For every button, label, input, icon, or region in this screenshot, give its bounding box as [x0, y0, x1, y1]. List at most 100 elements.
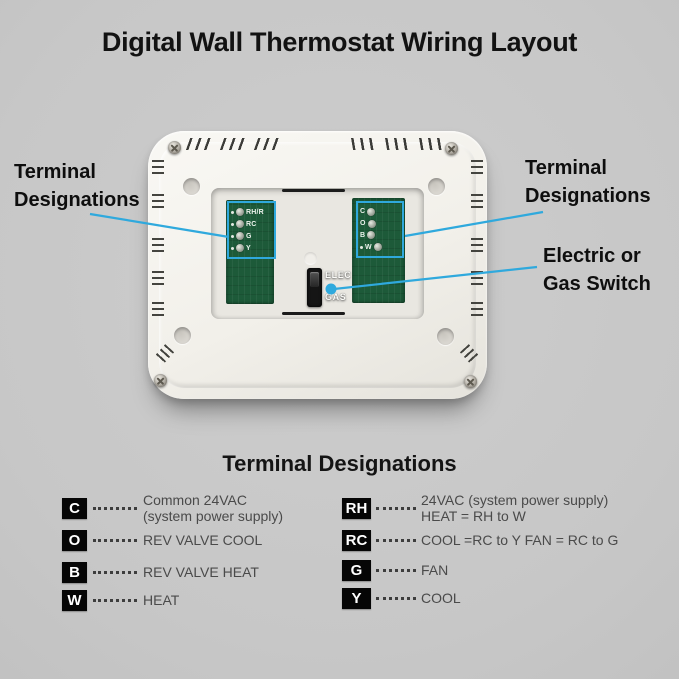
pin-hole	[304, 252, 317, 265]
switch-label-gas: GAS	[325, 292, 347, 302]
vent-slots-icon	[253, 138, 285, 150]
left-terminals-callout: Terminal Designations	[14, 158, 140, 214]
legend-desc: 24VAC (system power supply) HEAT = RH to…	[421, 492, 608, 524]
terminal-label: G	[246, 232, 252, 240]
callout-line2: Gas Switch	[543, 273, 651, 295]
terminal-key-badge: G	[342, 559, 371, 581]
vent-slots-icon	[152, 160, 164, 177]
terminal-key-badge: RC	[342, 529, 371, 551]
terminal-row: Y	[231, 244, 272, 252]
terminal-key-badge: Y	[342, 587, 371, 609]
terminal-row: B	[360, 231, 400, 240]
terminal-row: G	[231, 232, 272, 240]
vent-slots-icon	[418, 138, 448, 150]
legend-desc: HEAT	[143, 592, 179, 608]
callout-line2: Designations	[14, 189, 140, 211]
thermostat-backplate: RH/R RC G Y	[148, 131, 487, 399]
callout-line1: Terminal	[14, 161, 96, 183]
legend-row-o: O REV VALVE COOL	[62, 522, 262, 558]
legend-heading: Terminal Designations	[222, 451, 457, 476]
legend-desc: COOL =RC to Y FAN = RC to G	[421, 532, 618, 548]
left-terminal-highlight-box: RH/R RC G Y	[227, 201, 276, 259]
terminal-key-badge: O	[62, 529, 87, 551]
vent-slots-icon	[471, 238, 483, 255]
mounting-hole	[174, 327, 191, 344]
legend-desc-line: COOL =RC to Y FAN = RC to G	[421, 532, 619, 548]
wiring-panel: RH/R RC G Y	[211, 188, 424, 319]
terminal-key-badge: C	[62, 497, 87, 519]
legend-desc-line: COOL	[421, 590, 461, 606]
terminal-row: W	[360, 243, 400, 252]
legend-row-rc: RC COOL =RC to Y FAN = RC to G	[342, 522, 618, 558]
dotted-leader	[93, 570, 137, 574]
dotted-leader	[93, 506, 137, 510]
dotted-leader	[376, 506, 416, 510]
callout-line2: Designations	[525, 185, 651, 207]
vent-slots-icon	[384, 138, 414, 150]
terminal-screw-icon	[367, 219, 376, 228]
legend-desc-line: HEAT	[143, 592, 180, 608]
legend-desc-line: REV VALVE HEAT	[143, 564, 259, 580]
legend-row-c: C Common 24VAC (system power supply)	[62, 490, 283, 526]
terminal-label: RH/R	[246, 208, 264, 216]
legend-row-rh: RH 24VAC (system power supply) HEAT = RH…	[342, 490, 608, 526]
legend-desc-line: REV VALVE COOL	[143, 532, 263, 548]
legend-row-w: W HEAT	[62, 582, 179, 618]
terminal-screw-icon	[236, 208, 244, 216]
legend-desc: COOL	[421, 590, 461, 606]
vent-slots-icon	[471, 302, 483, 319]
gas-switch-callout: Electric or Gas Switch	[543, 242, 651, 298]
vent-slots-icon	[152, 271, 164, 288]
vent-slots-icon	[471, 160, 483, 177]
legend-desc-line: FAN	[421, 562, 449, 578]
right-terminals-callout: Terminal Designations	[525, 154, 651, 210]
legend-desc: REV VALVE HEAT	[143, 564, 259, 580]
legend-desc: Common 24VAC (system power supply)	[143, 492, 283, 524]
mounting-hole	[428, 178, 445, 195]
vent-slots-icon	[152, 194, 164, 211]
terminal-label: B	[360, 231, 366, 239]
terminal-key-badge: RH	[342, 497, 371, 519]
terminal-dot	[231, 210, 234, 214]
panel-notch	[282, 312, 345, 315]
terminal-key-badge: B	[62, 561, 87, 583]
terminal-key-badge: W	[62, 589, 87, 611]
page-title: Digital Wall Thermostat Wiring Layout	[101, 27, 578, 57]
terminal-row: RC	[231, 220, 272, 228]
dotted-leader	[376, 568, 416, 572]
right-terminal-highlight-box: C O B W	[356, 201, 404, 258]
legend-desc-line: 24VAC (system power supply)	[421, 492, 609, 508]
terminal-screw-icon	[373, 243, 382, 252]
dotted-leader	[93, 598, 137, 602]
vent-slots-icon	[350, 138, 380, 150]
terminal-screw-icon	[236, 232, 244, 240]
legend-desc: FAN	[421, 562, 448, 578]
left-circuit-board	[226, 200, 274, 304]
callout-line1: Terminal	[525, 157, 607, 179]
terminal-label: O	[360, 220, 366, 228]
screw-icon	[445, 142, 458, 155]
mounting-hole	[183, 178, 200, 195]
terminal-label: RC	[246, 220, 257, 228]
vent-slots-icon	[152, 238, 164, 255]
vent-slots-icon	[471, 271, 483, 288]
switch-knob	[310, 272, 319, 287]
legend-desc: REV VALVE COOL	[143, 532, 262, 548]
legend-row-b: B REV VALVE HEAT	[62, 554, 259, 590]
dotted-leader	[376, 538, 416, 542]
legend-row-g: G FAN	[342, 552, 448, 588]
mounting-hole	[437, 328, 454, 345]
terminal-screw-icon	[236, 244, 244, 252]
terminal-screw-icon	[367, 231, 376, 240]
terminal-dot	[360, 245, 363, 249]
terminal-row: O	[360, 219, 400, 228]
screw-icon	[168, 141, 181, 154]
terminal-row: RH/R	[231, 208, 272, 216]
legend-row-y: Y COOL	[342, 580, 461, 616]
terminal-screw-icon	[367, 207, 376, 216]
dotted-leader	[376, 596, 416, 600]
legend-desc-line: HEAT = RH to W	[421, 508, 526, 524]
terminal-dot	[231, 246, 234, 250]
vent-slots-icon	[219, 138, 251, 150]
terminal-screw-icon	[236, 220, 244, 228]
